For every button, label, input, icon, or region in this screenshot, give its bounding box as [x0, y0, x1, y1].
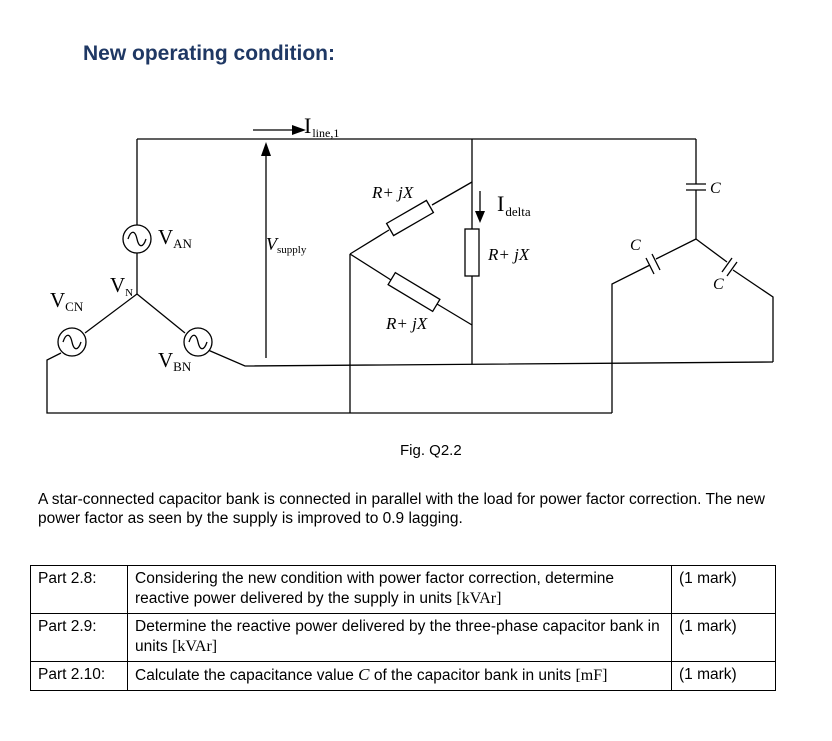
impedance-bottom-label: R+ jX — [385, 314, 428, 333]
i-line-arrow-head — [292, 125, 306, 135]
heading: New operating condition: — [83, 42, 335, 65]
v-cn-label: VCN — [50, 288, 84, 314]
capacitor-right — [721, 257, 738, 277]
phase-b-wire — [136, 293, 186, 334]
table-row: Part 2.8: Considering the new condition … — [30, 565, 776, 614]
sine-icon — [127, 231, 147, 247]
impedance-right-label: R+ jX — [487, 245, 530, 264]
i-delta-label: Idelta — [497, 191, 531, 219]
description: A star-connected capacitor bank is conne… — [38, 491, 765, 527]
impedance-top-label: R+ jX — [371, 183, 414, 202]
part-question: Considering the new condition with power… — [127, 565, 672, 614]
v-supply-arrow-head — [261, 142, 271, 156]
part-label: Part 2.9: — [30, 613, 128, 662]
v-supply-label: Vsupply — [266, 234, 307, 256]
impedance-top — [385, 199, 435, 237]
capacitor-left-label: C — [630, 237, 641, 254]
cap-left-wire — [611, 238, 697, 413]
part-question: Determine the reactive power delivered b… — [127, 613, 672, 662]
part-marks: (1 mark) — [671, 613, 776, 662]
table-row: Part 2.9: Determine the reactive power d… — [30, 613, 776, 662]
delta-bottom-branch — [349, 253, 473, 326]
phase-b-line — [207, 349, 774, 367]
part-question: Calculate the capacitance value C of the… — [127, 661, 672, 691]
v-bn-label: VBN — [158, 348, 192, 374]
phase-c-wire — [84, 293, 138, 334]
v-an-label: VAN — [158, 225, 193, 251]
part-label: Part 2.10: — [30, 661, 128, 691]
i-line-label: Iline,1 — [304, 113, 339, 140]
sine-icon — [188, 334, 208, 350]
capacitor-right-label: C — [713, 276, 724, 293]
part-label: Part 2.8: — [30, 565, 128, 614]
part-marks: (1 mark) — [671, 661, 776, 691]
table-row: Part 2.10: Calculate the capacitance val… — [30, 661, 776, 691]
capacitor-left — [645, 253, 661, 275]
delta-top-branch — [349, 181, 473, 255]
figure-caption: Fig. Q2.2 — [400, 442, 462, 459]
parts-table: Part 2.8: Considering the new condition … — [30, 565, 776, 691]
sine-icon — [62, 334, 82, 350]
impedance-bottom — [387, 271, 441, 313]
cap-right-wire — [695, 238, 774, 362]
v-n-label: VN — [110, 273, 133, 299]
phase-c-line — [46, 352, 612, 414]
capacitor-top — [686, 183, 706, 191]
circuit-diagram: Iline,1 Vsupply VAN VBN VCN VN Idelta R+… — [46, 113, 774, 414]
capacitor-top-label: C — [710, 180, 721, 197]
impedance-right — [464, 228, 480, 277]
part-marks: (1 mark) — [671, 565, 776, 614]
i-delta-arrow-head — [475, 211, 485, 223]
